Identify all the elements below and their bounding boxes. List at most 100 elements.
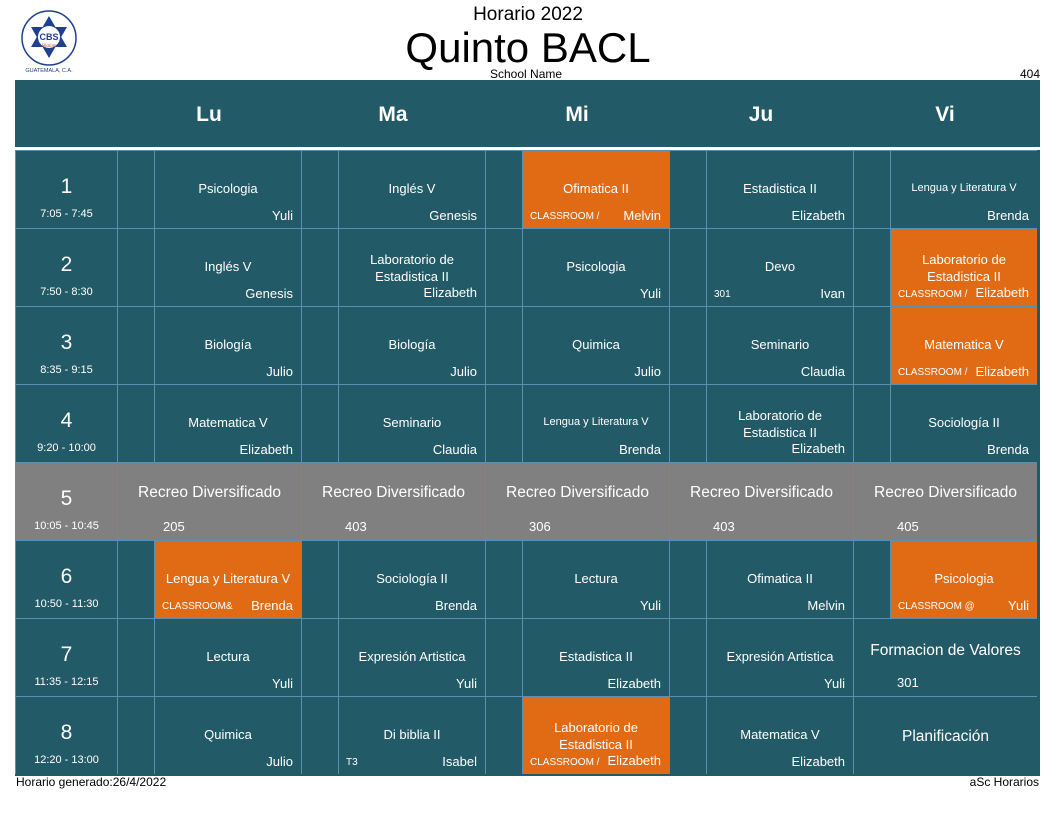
subject-name: Expresión Artistica <box>358 649 466 664</box>
subject-name: Psicologia <box>566 259 626 274</box>
room-number: 404 <box>1019 67 1040 81</box>
subject-name: Lectura <box>206 649 250 664</box>
empty-slot <box>669 306 706 384</box>
svg-text:CBS: CBS <box>39 32 58 42</box>
teacher-name: Elizabeth <box>239 442 293 457</box>
subject-name: Seminario <box>382 415 442 430</box>
day-header-ma: Ma <box>378 103 408 126</box>
room-note: CLASSROOM / <box>530 211 600 222</box>
empty-slot <box>485 150 522 228</box>
day-header-mi: Mi <box>565 103 589 126</box>
empty-slot <box>301 228 338 306</box>
schedule-year-title: Horario 2022 <box>473 4 583 25</box>
teacher-name: Yuli <box>1008 598 1029 613</box>
empty-slot <box>669 150 706 228</box>
period-time: 8:35 - 9:15 <box>40 364 93 376</box>
room-note: CLASSROOM / <box>530 757 600 768</box>
teacher-name: Melvin <box>807 598 845 613</box>
empty-slot <box>669 228 706 306</box>
empty-slot <box>485 228 522 306</box>
teacher-name: Yuli <box>824 676 845 691</box>
software-brand: aSc Horarios <box>969 775 1039 789</box>
subject-name: Matematica V <box>188 415 268 430</box>
subject-name: Formacion de Valores <box>870 642 1021 659</box>
svg-text:Shalom: Shalom <box>42 44 57 49</box>
class-slot[interactable]: Planificación <box>853 696 1037 774</box>
teacher-name: Elizabeth <box>423 285 477 300</box>
room-note: CLASSROOM / <box>898 367 968 378</box>
room-note: CLASSROOM / <box>898 289 968 300</box>
teacher-name: Brenda <box>251 598 293 613</box>
subject-name: Recreo Diversificado <box>138 484 281 501</box>
period-time: 12:20 - 13:00 <box>34 754 99 766</box>
header-divider <box>15 147 1040 150</box>
empty-slot <box>853 540 890 618</box>
class-slot[interactable]: Matematica V Elizabeth <box>154 384 301 462</box>
empty-slot <box>669 540 706 618</box>
empty-slot <box>485 540 522 618</box>
teacher-name: Elizabeth <box>791 208 845 223</box>
empty-slot <box>853 228 890 306</box>
teacher-name: Claudia <box>800 364 845 379</box>
empty-slot <box>485 696 522 774</box>
room-label: 403 <box>713 519 735 534</box>
subject-name: Estadistica II <box>559 649 633 664</box>
subject-name: Recreo Diversificado <box>506 484 649 501</box>
subject-name: Inglés V <box>204 259 252 274</box>
period-number: 3 <box>60 331 73 354</box>
subject-name: Lengua y Literatura V <box>543 416 649 428</box>
empty-slot <box>301 618 338 696</box>
class-title: Quinto BACL <box>405 24 651 71</box>
teacher-name: Brenda <box>435 598 477 613</box>
teacher-name: Julio <box>266 754 293 769</box>
period-time: 10:05 - 10:45 <box>34 520 99 532</box>
subject-name: Di biblia II <box>383 727 441 742</box>
subject-name: Seminario <box>750 337 810 352</box>
empty-slot <box>301 384 338 462</box>
subject-name: Expresión Artistica <box>726 649 834 664</box>
teacher-name: Julio <box>266 364 293 379</box>
period-time: 7:50 - 8:30 <box>40 286 93 298</box>
